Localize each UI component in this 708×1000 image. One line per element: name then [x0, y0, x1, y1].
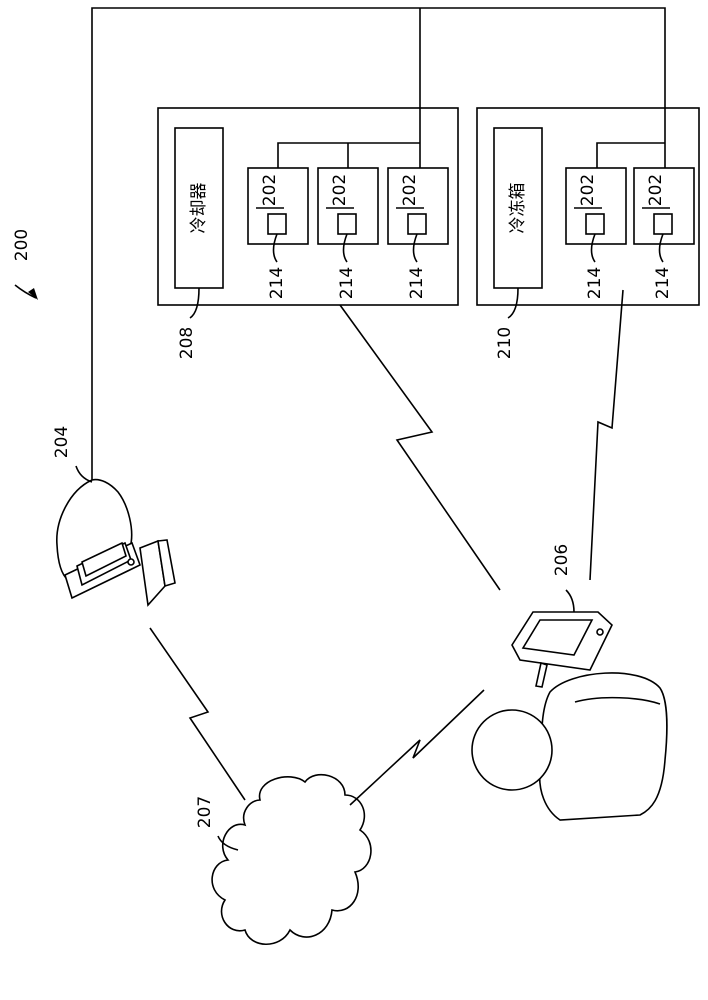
person-icon [472, 673, 667, 820]
sensor-icon [654, 214, 672, 234]
power-button-icon [128, 559, 134, 565]
compartment-label: 202 [260, 174, 280, 206]
wireless-link-freezer [590, 290, 623, 580]
sensor-label: 214 [653, 267, 673, 299]
cooler-compartment: 202 [318, 168, 378, 244]
compartment-label: 202 [646, 174, 666, 206]
sensor-label: 214 [267, 267, 287, 299]
freezer-leader [508, 288, 518, 318]
system-ref-label: 200 [12, 229, 32, 261]
wireless-link-cooler [340, 305, 500, 590]
compartment-label: 202 [400, 174, 420, 206]
sensor-label: 214 [585, 267, 605, 299]
network-cloud-icon [212, 775, 371, 945]
sensor-label: 214 [337, 267, 357, 299]
person-head-icon [472, 710, 552, 790]
freezer-compartment: 202 [566, 168, 626, 244]
handheld-leader [566, 590, 574, 612]
compartment-label: 202 [578, 174, 598, 206]
wireless-link-computer [150, 628, 245, 800]
cooler-unit: 冷却器 202 202 202 214 214 214 [158, 108, 458, 305]
cooler-ref-label: 208 [177, 327, 197, 359]
freezer-compartment: 202 [634, 168, 694, 244]
sensor-icon [338, 214, 356, 234]
sensor-icon [268, 214, 286, 234]
cooler-compartment: 202 [248, 168, 308, 244]
wireless-link-handheld [350, 690, 484, 805]
cooler-label: 冷却器 [189, 183, 209, 234]
cooler-compartment: 202 [388, 168, 448, 244]
freezer-label: 冷冻箱 [508, 183, 528, 234]
stylus-icon [536, 663, 547, 687]
computer-leader [76, 466, 92, 482]
cooler-leader [190, 288, 199, 318]
sensor-label: 214 [407, 267, 427, 299]
computer-icon [57, 480, 175, 605]
freezer-ref-label: 210 [495, 327, 515, 359]
sensor-icon [586, 214, 604, 234]
compartment-label: 202 [330, 174, 350, 206]
handheld-ref-label: 206 [552, 544, 572, 576]
sensor-icon [408, 214, 426, 234]
network-ref-label: 207 [195, 796, 215, 828]
computer-ref-label: 204 [52, 426, 72, 458]
